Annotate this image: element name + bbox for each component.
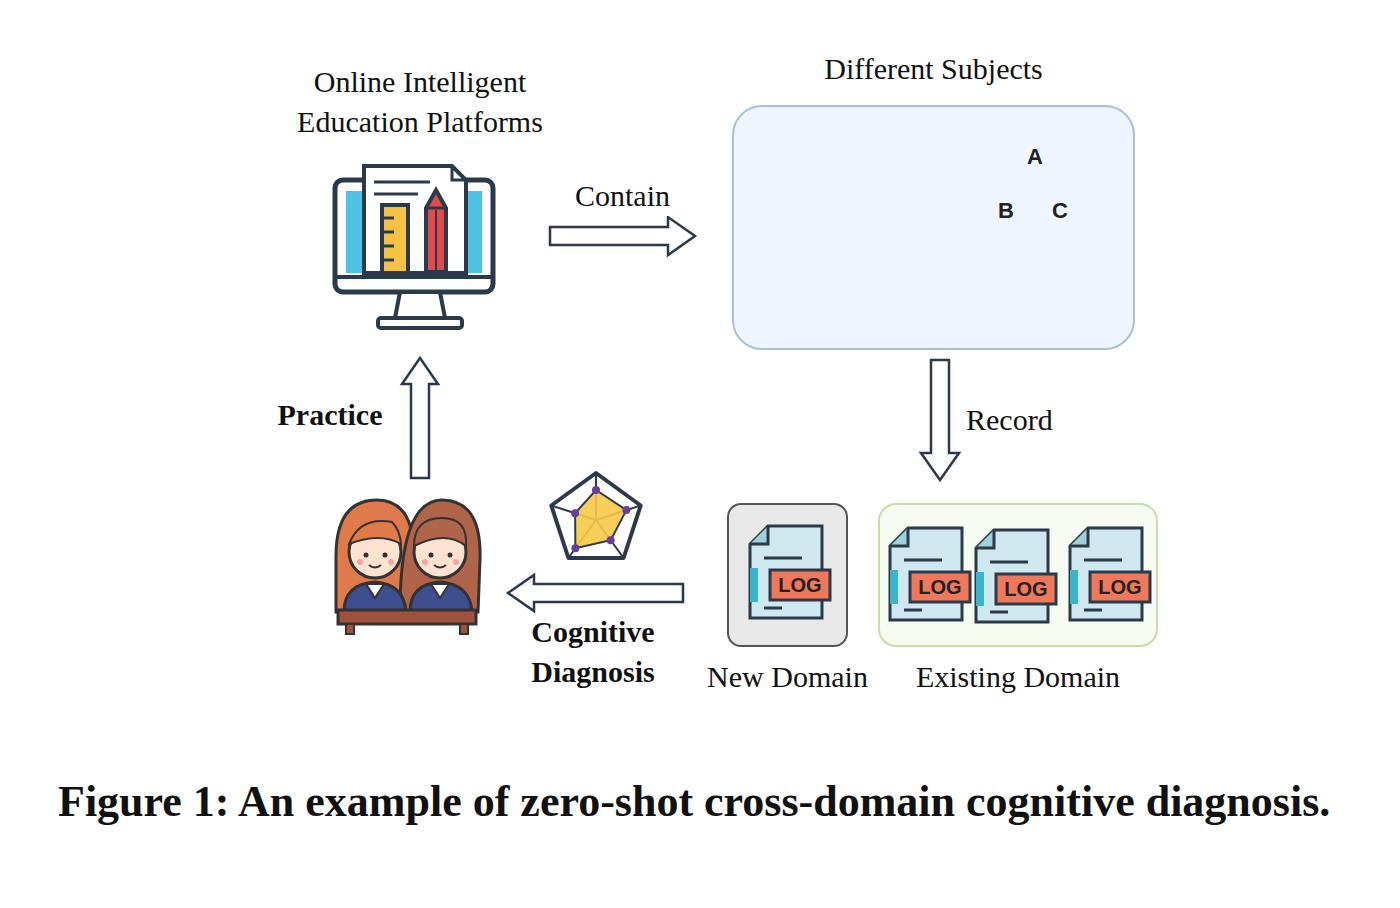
node-heading: New Domain xyxy=(707,657,868,697)
students-icon-part xyxy=(410,582,472,612)
computer-icon-part xyxy=(395,292,445,318)
block-letter: B xyxy=(998,200,1014,222)
students-icon-part xyxy=(400,500,480,612)
radar-icon-part xyxy=(551,473,640,558)
radar-icon-part xyxy=(551,473,640,558)
computer-icon-part xyxy=(382,217,394,220)
radar-icon-part xyxy=(622,506,630,514)
arrow-label: Cognitive Diagnosis xyxy=(511,612,676,692)
existing-domain-box: Existing Domain xyxy=(878,503,1158,647)
computer-icon xyxy=(335,166,493,328)
students-icon-part xyxy=(453,559,459,565)
computer-icon-part xyxy=(378,318,462,328)
log-tag-text: LOG xyxy=(1098,577,1141,597)
computer-icon-part xyxy=(364,166,466,273)
node-heading: Online Intelligent Education Platforms xyxy=(290,62,550,142)
computer-icon-part xyxy=(435,210,437,272)
node-heading: Different Subjects xyxy=(824,49,1043,89)
students-icon-part xyxy=(338,610,476,624)
hollow-arrow xyxy=(921,360,959,480)
computer-icon-part xyxy=(382,245,394,248)
block-letter: A xyxy=(1027,146,1043,168)
node-heading: Existing Domain xyxy=(916,657,1120,697)
radar-icon-part xyxy=(607,536,615,544)
computer-icon-part xyxy=(374,193,418,196)
students-icon xyxy=(336,500,480,634)
edge-label: Record xyxy=(962,400,1057,440)
diagnosis-arrow xyxy=(508,575,683,611)
subjects-box: Different Subjects xyxy=(732,105,1135,350)
hollow-arrow xyxy=(550,217,695,255)
log-tag-text: LOG xyxy=(778,575,821,595)
students-icon-part xyxy=(366,584,384,598)
students-icon-part xyxy=(460,624,468,634)
computer-icon-part xyxy=(382,231,394,234)
students-icon-part xyxy=(383,553,388,558)
students-icon-part xyxy=(429,553,434,558)
radar-icon-part xyxy=(575,490,626,548)
edge-label: Contain xyxy=(571,176,674,216)
log-tag-text: LOG xyxy=(918,577,961,597)
log-tag-text: LOG xyxy=(1004,579,1047,599)
students-icon-part xyxy=(364,553,369,558)
students-icon-part xyxy=(357,559,363,565)
computer-icon-part xyxy=(426,207,446,210)
computer-icon-part xyxy=(382,205,408,273)
block-letter: C xyxy=(1052,200,1068,222)
computer-icon-part xyxy=(452,166,466,180)
students-icon-part xyxy=(431,584,449,598)
computer-icon-part xyxy=(374,181,430,184)
radar-icon xyxy=(551,473,640,558)
radar-icon-part xyxy=(571,509,579,517)
students-icon-part xyxy=(346,624,354,634)
students-icon-part xyxy=(388,559,394,565)
figure-caption: Figure 1: An example of zero-shot cross-… xyxy=(58,772,1378,832)
computer-icon-part xyxy=(426,190,446,272)
students-icon-part xyxy=(349,521,401,544)
students-icon-part xyxy=(344,582,406,612)
practice-arrow xyxy=(402,358,438,478)
computer-icon-part xyxy=(382,259,394,262)
radar-icon-part xyxy=(571,544,579,552)
students-icon-part xyxy=(434,565,446,568)
students-icon-part xyxy=(422,559,428,565)
computer-icon-part xyxy=(337,275,491,279)
students-icon-part xyxy=(448,553,453,558)
radar-icon-part xyxy=(592,486,600,494)
arrow-label: Practice xyxy=(278,395,383,435)
students-icon-part xyxy=(414,518,466,546)
students-icon-part xyxy=(369,565,381,568)
platform-node: Online Intelligent Education Platforms xyxy=(290,62,550,334)
